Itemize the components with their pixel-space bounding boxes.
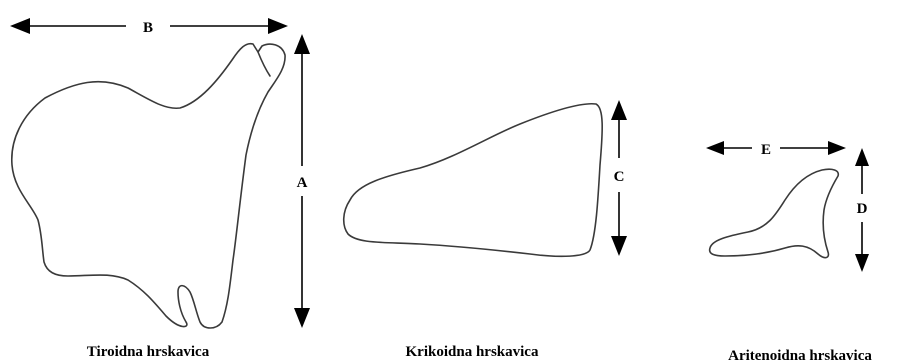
thyroid-cartilage xyxy=(11,42,286,329)
caption-cricoid: Krikoidna hrskavica xyxy=(406,344,539,360)
cricoid-cartilage xyxy=(342,102,604,258)
dimension-c: C xyxy=(611,100,627,256)
dimension-d: D xyxy=(855,148,869,272)
label-a: A xyxy=(297,175,308,191)
label-d: D xyxy=(857,201,868,217)
dimension-e: E xyxy=(706,141,846,158)
caption-arytenoid: Aritenoidna hrskavica xyxy=(728,348,872,363)
dimension-a: A xyxy=(294,34,310,328)
label-c: C xyxy=(614,169,625,185)
cricoid-cartilage-outline xyxy=(342,102,604,258)
label-b: B xyxy=(143,20,153,36)
label-e: E xyxy=(761,142,771,158)
dimension-b: B xyxy=(10,18,288,36)
thyroid-superior-horn-line xyxy=(257,51,271,77)
arytenoid-cartilage xyxy=(708,168,840,259)
thyroid-cartilage-outline xyxy=(11,42,286,329)
caption-thyroid: Tiroidna hrskavica xyxy=(87,344,210,360)
arytenoid-cartilage-outline xyxy=(708,168,840,259)
